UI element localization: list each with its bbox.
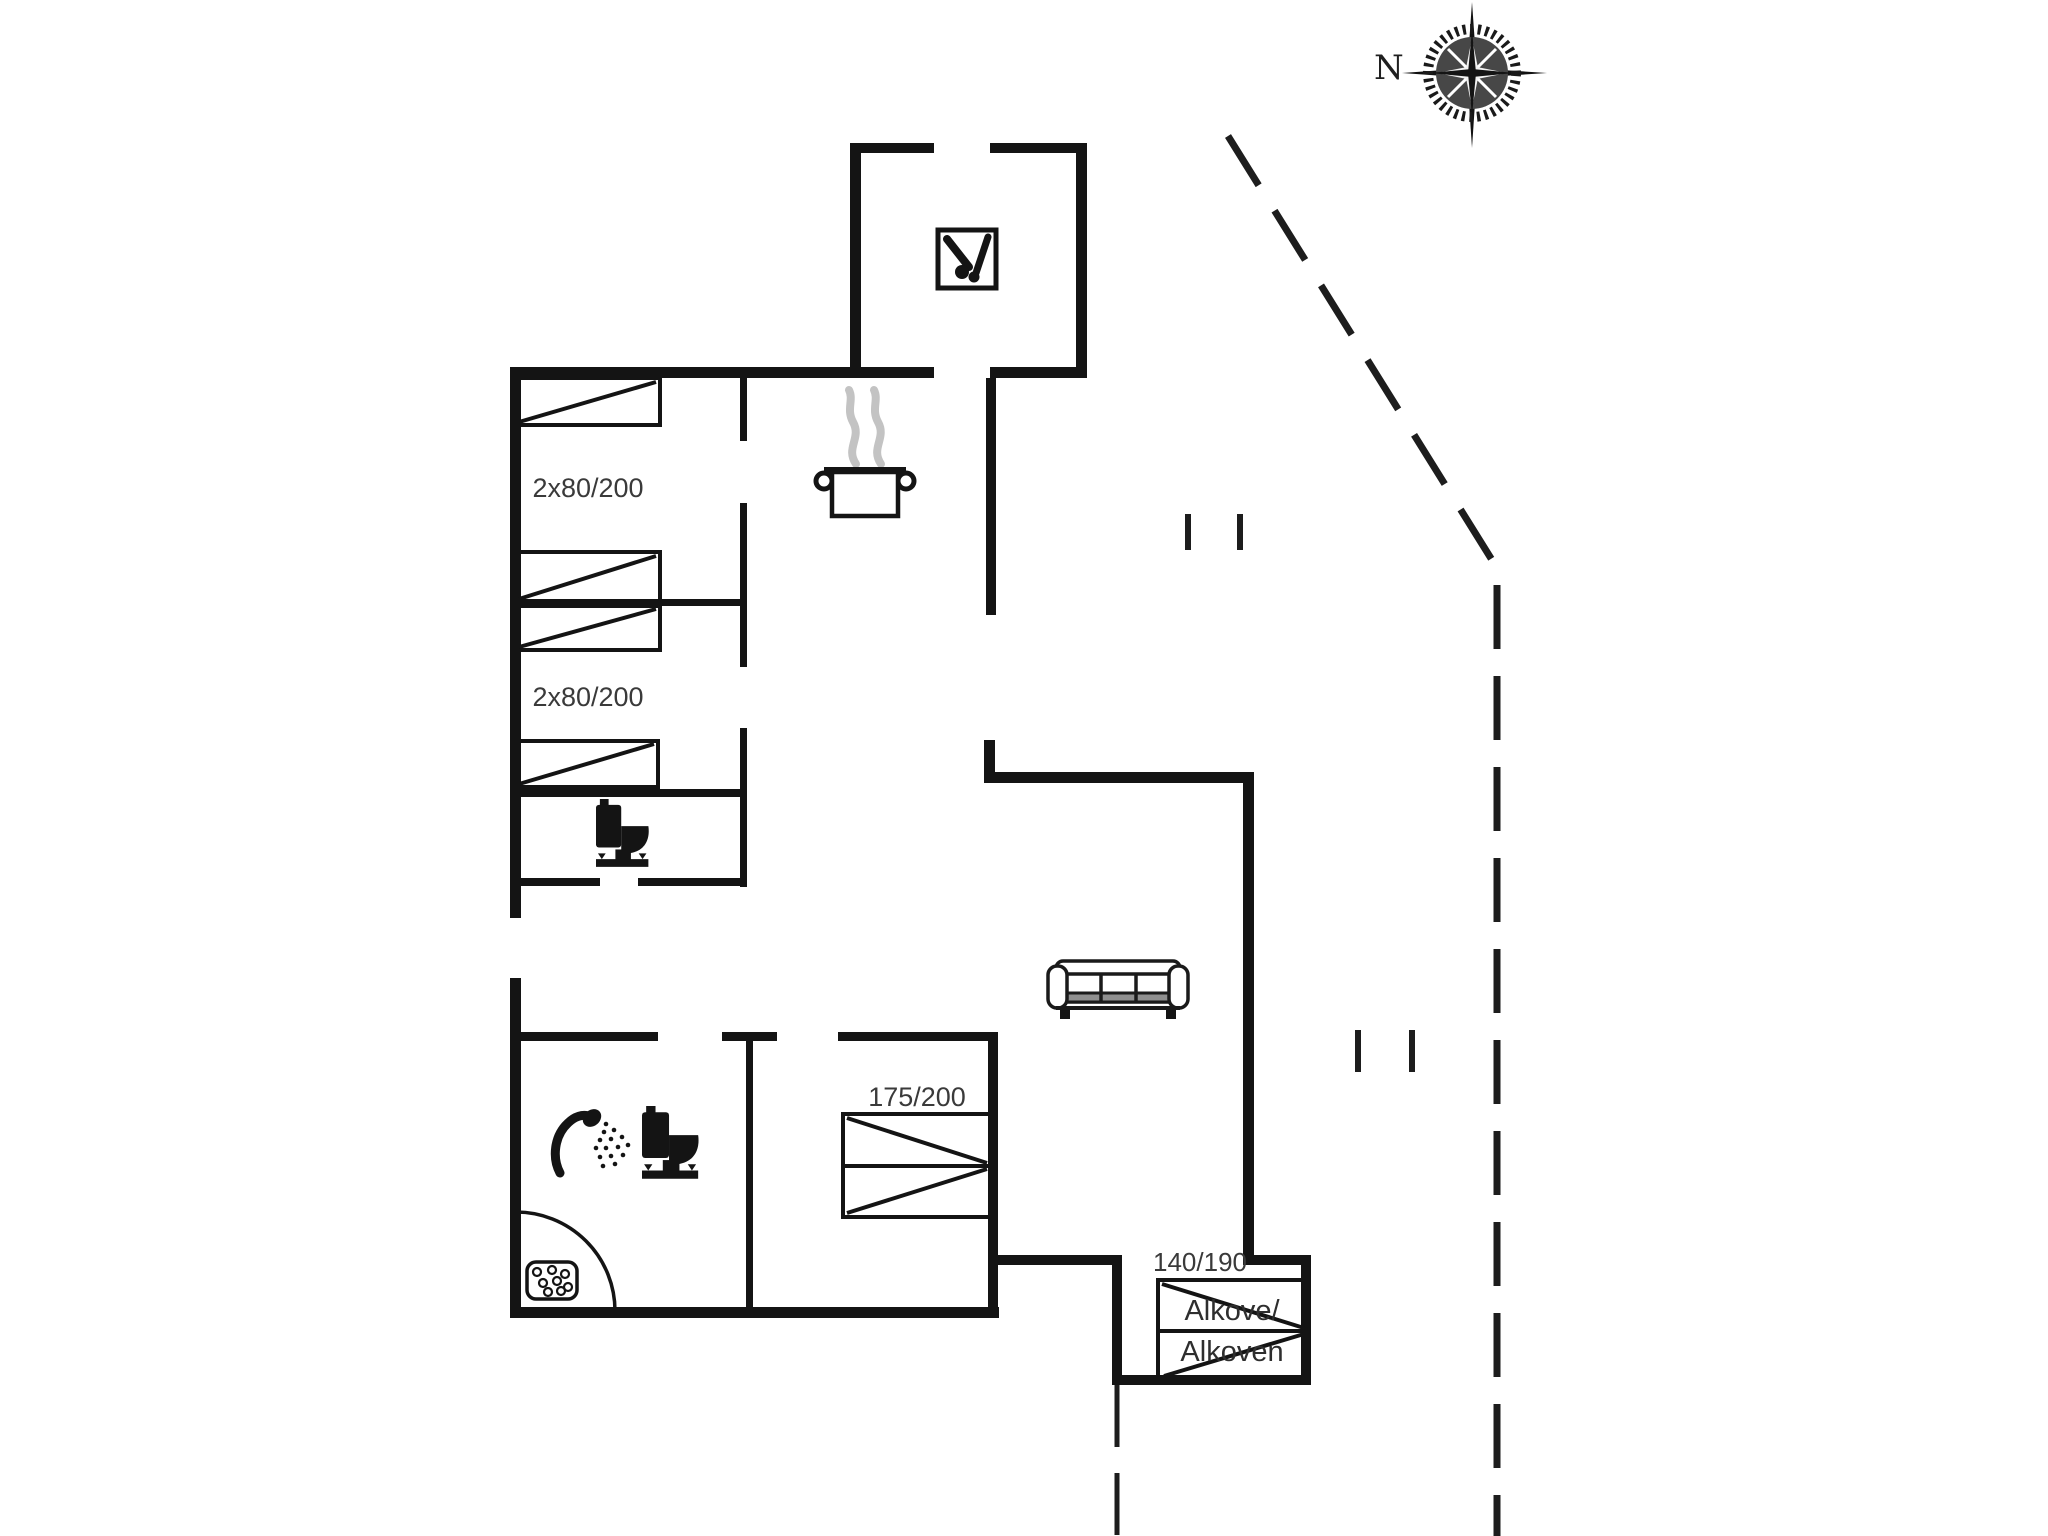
toilet-top-wall	[510, 789, 747, 797]
compass-rose-icon	[1402, 2, 1547, 148]
livingroom-top-wall	[984, 772, 1254, 783]
livingroom-right-wall	[1243, 772, 1254, 1264]
toilet-icon	[596, 799, 649, 867]
bunk-bed-icon-4	[514, 739, 660, 789]
bunk-bed-icon-2	[514, 550, 662, 604]
steam-icon	[845, 386, 860, 468]
annex-top-wall-left	[850, 143, 934, 153]
alcove-top-right-wall	[1243, 1255, 1311, 1265]
bunk-bed-icon-1	[514, 376, 662, 427]
hall-partition-upper-b	[740, 503, 747, 667]
south-wall-bedroom	[838, 1032, 990, 1041]
bath-bedroom-partition	[746, 1032, 753, 1317]
toilet-bottom-wall-right	[638, 878, 747, 886]
hall-partition-upper-c	[740, 728, 747, 887]
double-bed-icon	[841, 1112, 993, 1219]
livingroom-bottom-wall	[995, 1255, 1117, 1265]
sofa-icon	[1046, 959, 1190, 1019]
alcove-left-wall	[1112, 1255, 1122, 1385]
boundary-tick-marks	[1185, 514, 1415, 1072]
annex-top-wall-right	[990, 143, 1087, 153]
wood-stove-icon	[935, 227, 999, 291]
floor-drain-icon	[525, 1260, 579, 1301]
cooking-pot-steam-icon	[813, 386, 917, 519]
beds	[514, 376, 1310, 1382]
shower-icon	[550, 1109, 631, 1178]
annex-left-wall	[850, 143, 861, 378]
annex-right-wall	[1076, 143, 1087, 378]
boundary-diagonal	[1225, 134, 1495, 562]
steam-icon	[870, 386, 885, 468]
left-wall-lower	[510, 978, 521, 1318]
toilet-bottom-wall-left	[510, 878, 600, 886]
top-wall	[510, 367, 934, 378]
top-wall-right-of-annex-door	[990, 367, 1087, 378]
shower-corner-arc	[515, 1210, 617, 1312]
livingroom-step-wall-vertical	[984, 740, 995, 782]
kitchen-right-wall	[986, 378, 996, 615]
plot-boundary-lines	[1114, 134, 1501, 1536]
bunk-bed-icon-3	[514, 604, 662, 652]
hall-partition-upper-a	[740, 378, 747, 441]
walls	[510, 143, 1311, 1385]
alcove-bed-icon	[1156, 1278, 1310, 1382]
toilet-icon-bathroom	[642, 1106, 699, 1179]
south-wall-bath-left	[510, 1032, 658, 1041]
compass-north-label: N	[1374, 48, 1404, 88]
bottom-wall	[510, 1307, 999, 1318]
